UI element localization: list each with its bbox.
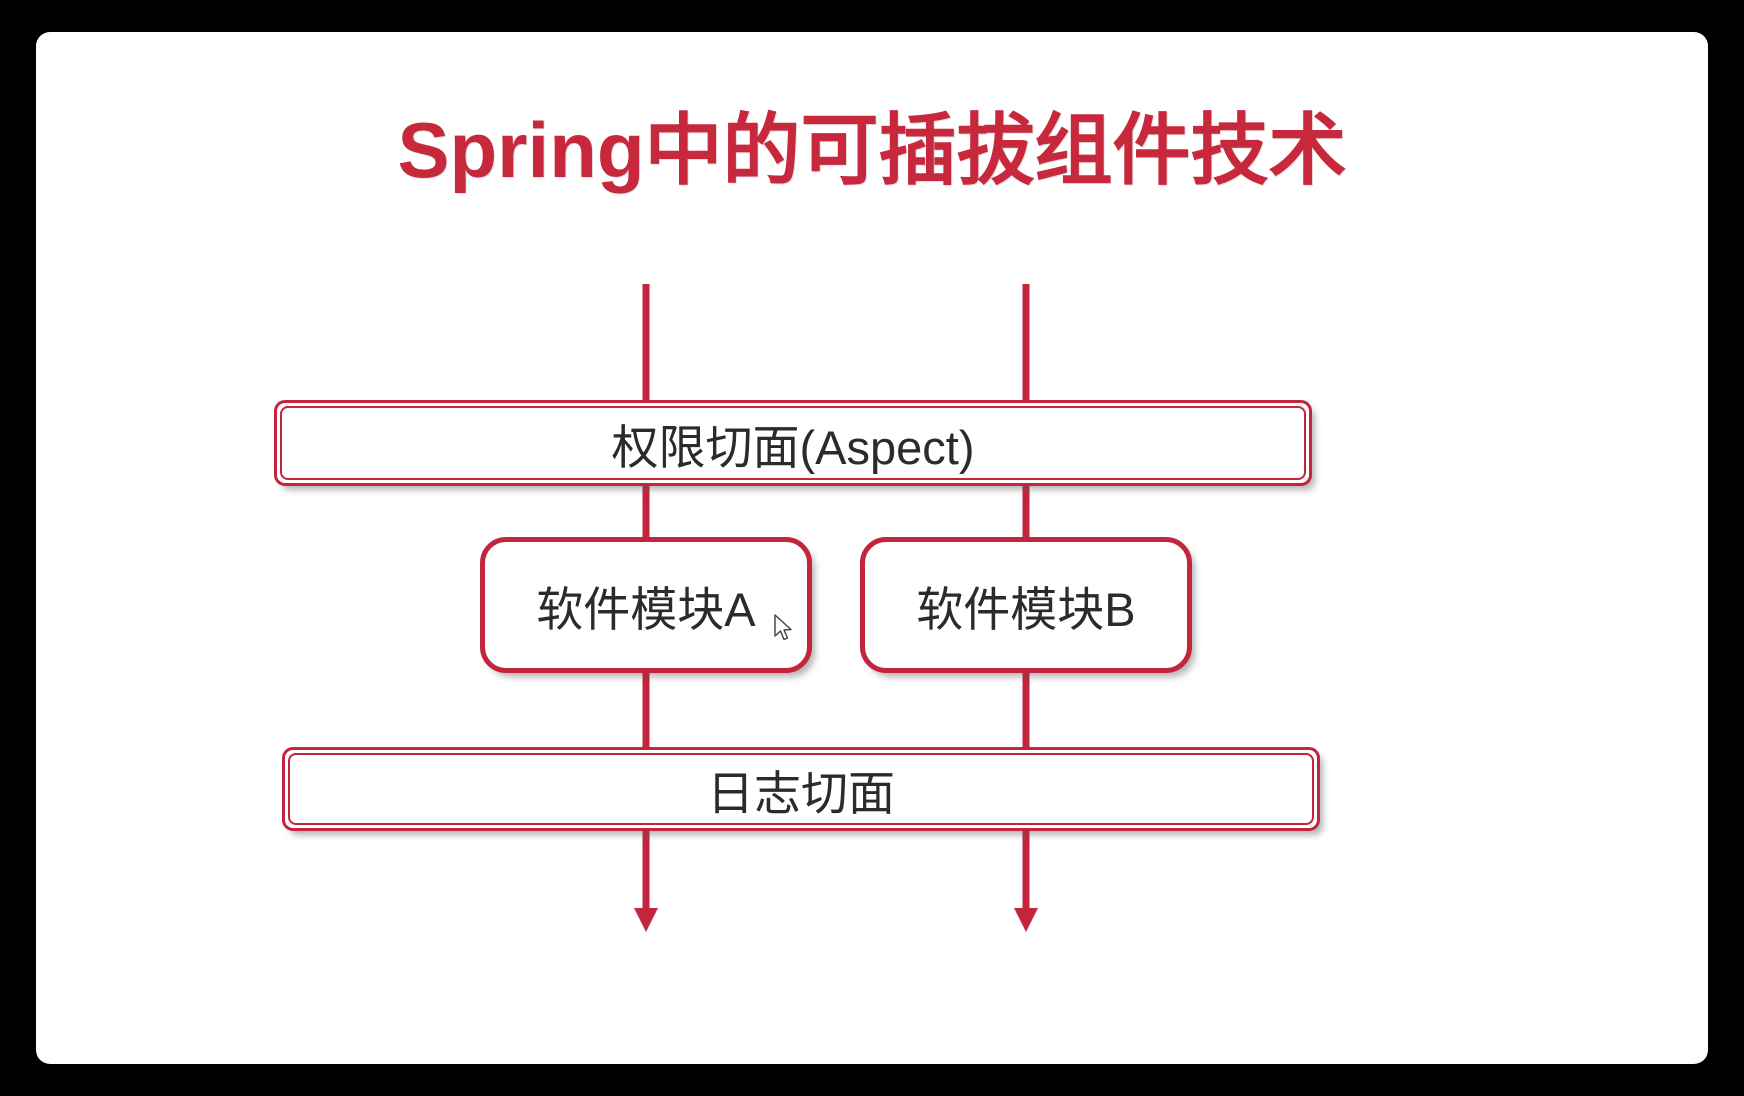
arrowhead-left-icon — [634, 908, 658, 932]
node-aspect-auth-label: 权限切面(Aspect) — [611, 420, 975, 474]
node-module-b-label: 软件模块B — [916, 582, 1136, 636]
flowchart-diagram: 权限切面(Aspect) 软件模块A 软件模块B 日志切面 — [36, 32, 1708, 1064]
slide-canvas: Spring中的可插拔组件技术 — [36, 32, 1708, 1064]
node-module-a[interactable]: 软件模块A — [480, 537, 812, 673]
connector-lines — [634, 284, 1038, 932]
node-aspect-auth[interactable]: 权限切面(Aspect) — [274, 400, 1312, 486]
arrowhead-right-icon — [1014, 908, 1038, 932]
node-module-b[interactable]: 软件模块B — [860, 537, 1192, 673]
mouse-cursor-icon — [774, 614, 792, 641]
page-title: Spring中的可插拔组件技术 — [397, 106, 1347, 194]
node-aspect-log[interactable]: 日志切面 — [282, 747, 1320, 831]
node-module-a-label: 软件模块A — [536, 582, 756, 636]
node-aspect-log-label: 日志切面 — [707, 766, 895, 820]
